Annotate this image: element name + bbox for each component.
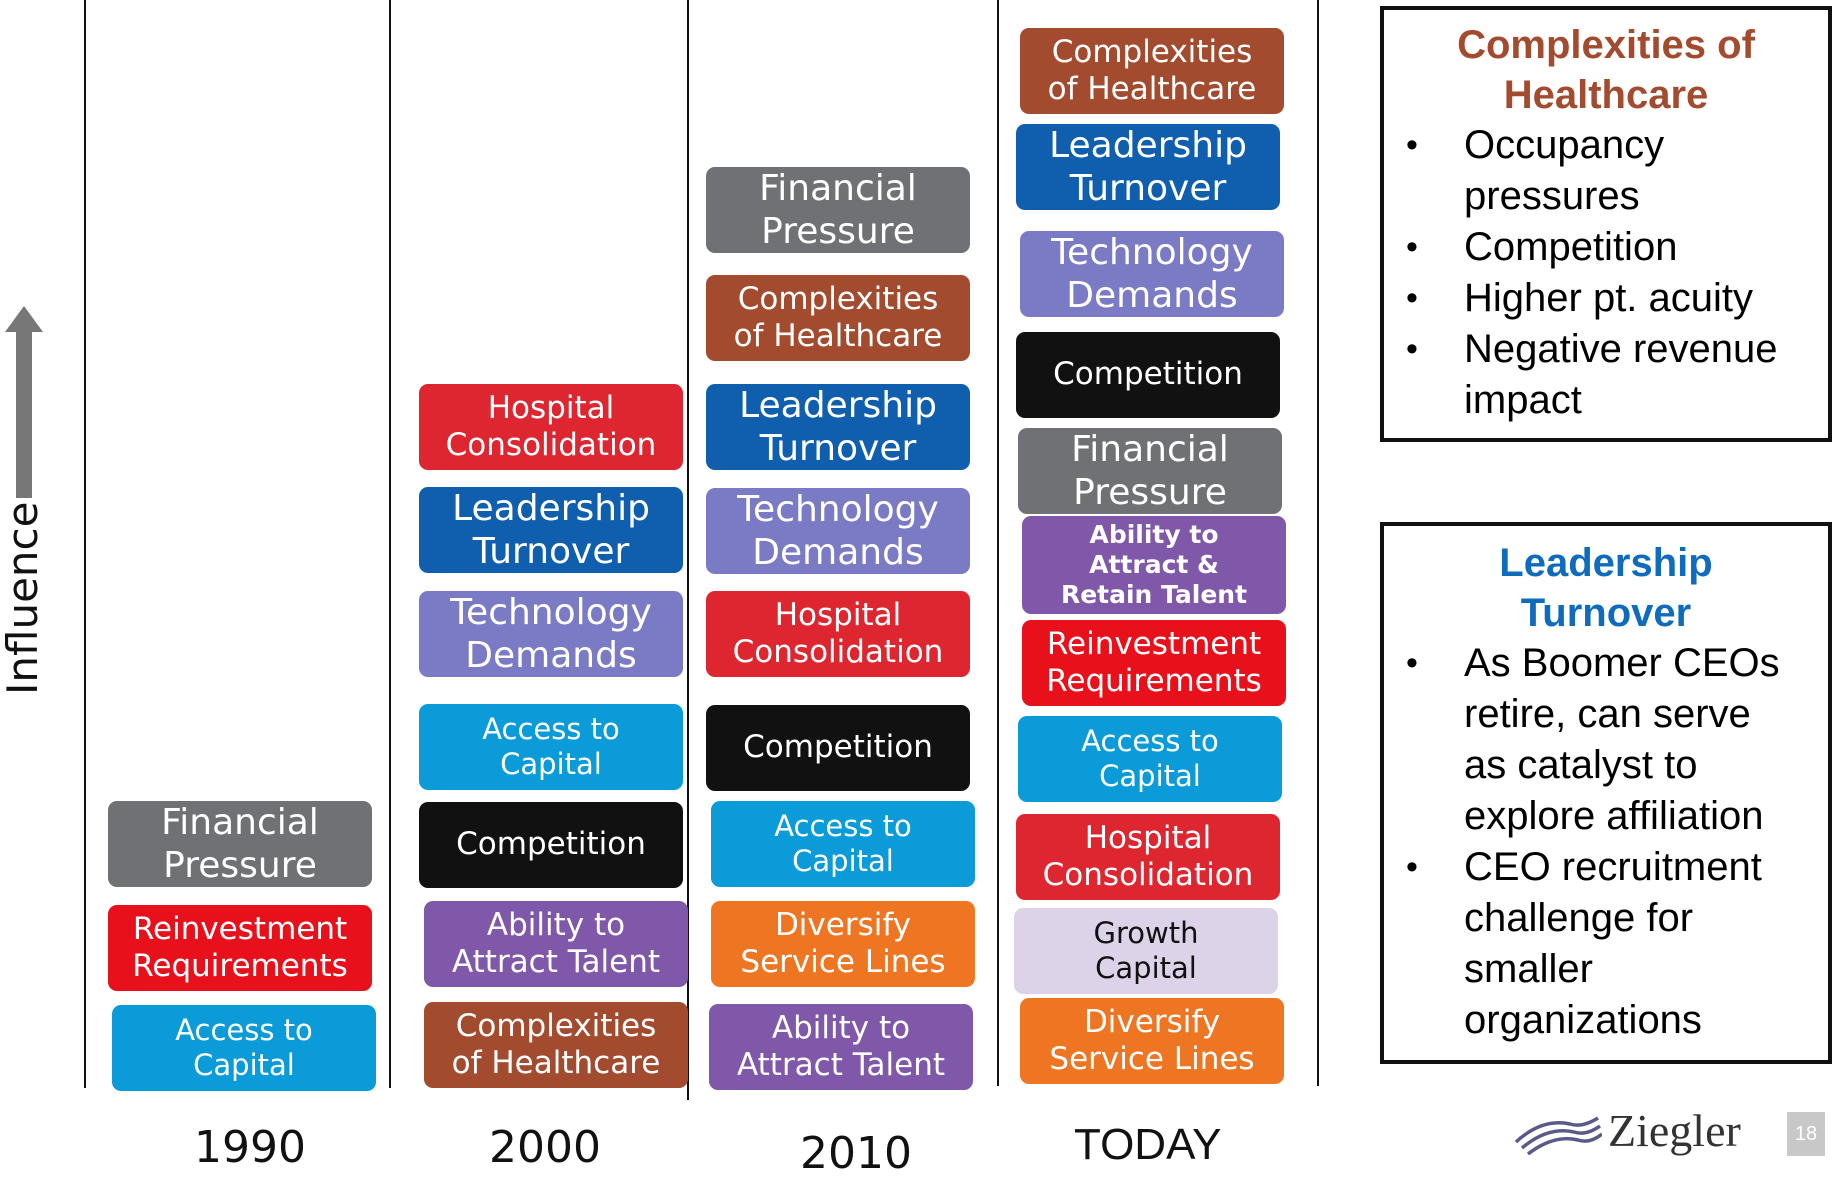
column-divider bbox=[687, 0, 689, 1100]
box-access-to-capital: Access to Capital bbox=[419, 704, 683, 790]
column-divider bbox=[1317, 0, 1319, 1086]
ziegler-logo-text: Ziegler bbox=[1608, 1105, 1741, 1156]
box-complexities-of-healthcare: Complexities of Healthcare bbox=[706, 275, 970, 361]
box-hospital-consolidation: Hospital Consolidation bbox=[1016, 814, 1280, 900]
bullet-item: CEO recruitment challenge for smaller or… bbox=[1384, 842, 1828, 1046]
column-divider bbox=[389, 0, 391, 1088]
box-leadership-turnover: Leadership Turnover bbox=[1016, 124, 1280, 210]
panel-leadership-turnover: Leadership Turnover As Boomer CEOs retir… bbox=[1380, 522, 1832, 1064]
box-access-to-capital: Access to Capital bbox=[1018, 716, 1282, 802]
box-access-to-capital: Access to Capital bbox=[711, 801, 975, 887]
panel-title: Leadership Turnover bbox=[1499, 541, 1713, 635]
bullet-item: Negative revenue impact bbox=[1384, 324, 1828, 426]
bullet-list: As Boomer CEOs retire, can serve as cata… bbox=[1384, 638, 1828, 1046]
box-competition: Competition bbox=[419, 802, 683, 888]
up-arrow-shaft bbox=[16, 330, 32, 498]
box-diversify-service-lines: Diversify Service Lines bbox=[1020, 998, 1284, 1084]
box-hospital-consolidation: Hospital Consolidation bbox=[419, 384, 683, 470]
box-ability-to-attract-talent: Ability to Attract Talent bbox=[709, 1004, 973, 1090]
box-leadership-turnover: Leadership Turnover bbox=[706, 384, 970, 470]
box-growth-capital: Growth Capital bbox=[1014, 908, 1278, 994]
bullet-list: Occupancy pressures Competition Higher p… bbox=[1384, 120, 1828, 426]
box-technology-demands: Technology Demands bbox=[419, 591, 683, 677]
box-financial-pressure: Financial Pressure bbox=[108, 801, 372, 887]
column-divider bbox=[84, 0, 86, 1088]
panel-title: Complexities of Healthcare bbox=[1457, 23, 1755, 117]
year-label-1990: 1990 bbox=[194, 1122, 306, 1173]
bullet-item: Competition bbox=[1384, 222, 1828, 273]
box-competition: Competition bbox=[706, 705, 970, 791]
box-leadership-turnover: Leadership Turnover bbox=[419, 487, 683, 573]
box-financial-pressure: Financial Pressure bbox=[1018, 428, 1282, 514]
year-label-2010: 2010 bbox=[800, 1128, 912, 1179]
axis-label-influence: Influence bbox=[0, 501, 47, 695]
box-ability-to-attract-retain-talent: Ability to Attract & Retain Talent bbox=[1022, 516, 1286, 614]
year-label-today: TODAY bbox=[1074, 1120, 1222, 1169]
up-arrow-icon bbox=[5, 306, 43, 332]
box-reinvestment-requirements: Reinvestment Requirements bbox=[108, 905, 372, 991]
box-technology-demands: Technology Demands bbox=[706, 488, 970, 574]
box-hospital-consolidation: Hospital Consolidation bbox=[706, 591, 970, 677]
box-technology-demands: Technology Demands bbox=[1020, 231, 1284, 317]
column-divider bbox=[997, 0, 999, 1086]
panel-complexities-of-healthcare: Complexities of Healthcare Occupancy pre… bbox=[1380, 6, 1832, 442]
bullet-item: As Boomer CEOs retire, can serve as cata… bbox=[1384, 638, 1828, 842]
box-financial-pressure: Financial Pressure bbox=[706, 167, 970, 253]
box-complexities-of-healthcare: Complexities of Healthcare bbox=[1020, 28, 1284, 114]
box-complexities-of-healthcare: Complexities of Healthcare bbox=[424, 1002, 688, 1088]
box-access-to-capital: Access to Capital bbox=[112, 1005, 376, 1091]
box-competition: Competition bbox=[1016, 332, 1280, 418]
box-ability-to-attract-talent: Ability to Attract Talent bbox=[424, 901, 688, 987]
bullet-item: Higher pt. acuity bbox=[1384, 273, 1828, 324]
year-label-2000: 2000 bbox=[489, 1122, 601, 1173]
page-number: 18 bbox=[1787, 1112, 1825, 1156]
bullet-item: Occupancy pressures bbox=[1384, 120, 1828, 222]
box-reinvestment-requirements: Reinvestment Requirements bbox=[1022, 620, 1286, 706]
box-diversify-service-lines: Diversify Service Lines bbox=[711, 901, 975, 987]
ziegler-logo-icon bbox=[1514, 1116, 1602, 1156]
